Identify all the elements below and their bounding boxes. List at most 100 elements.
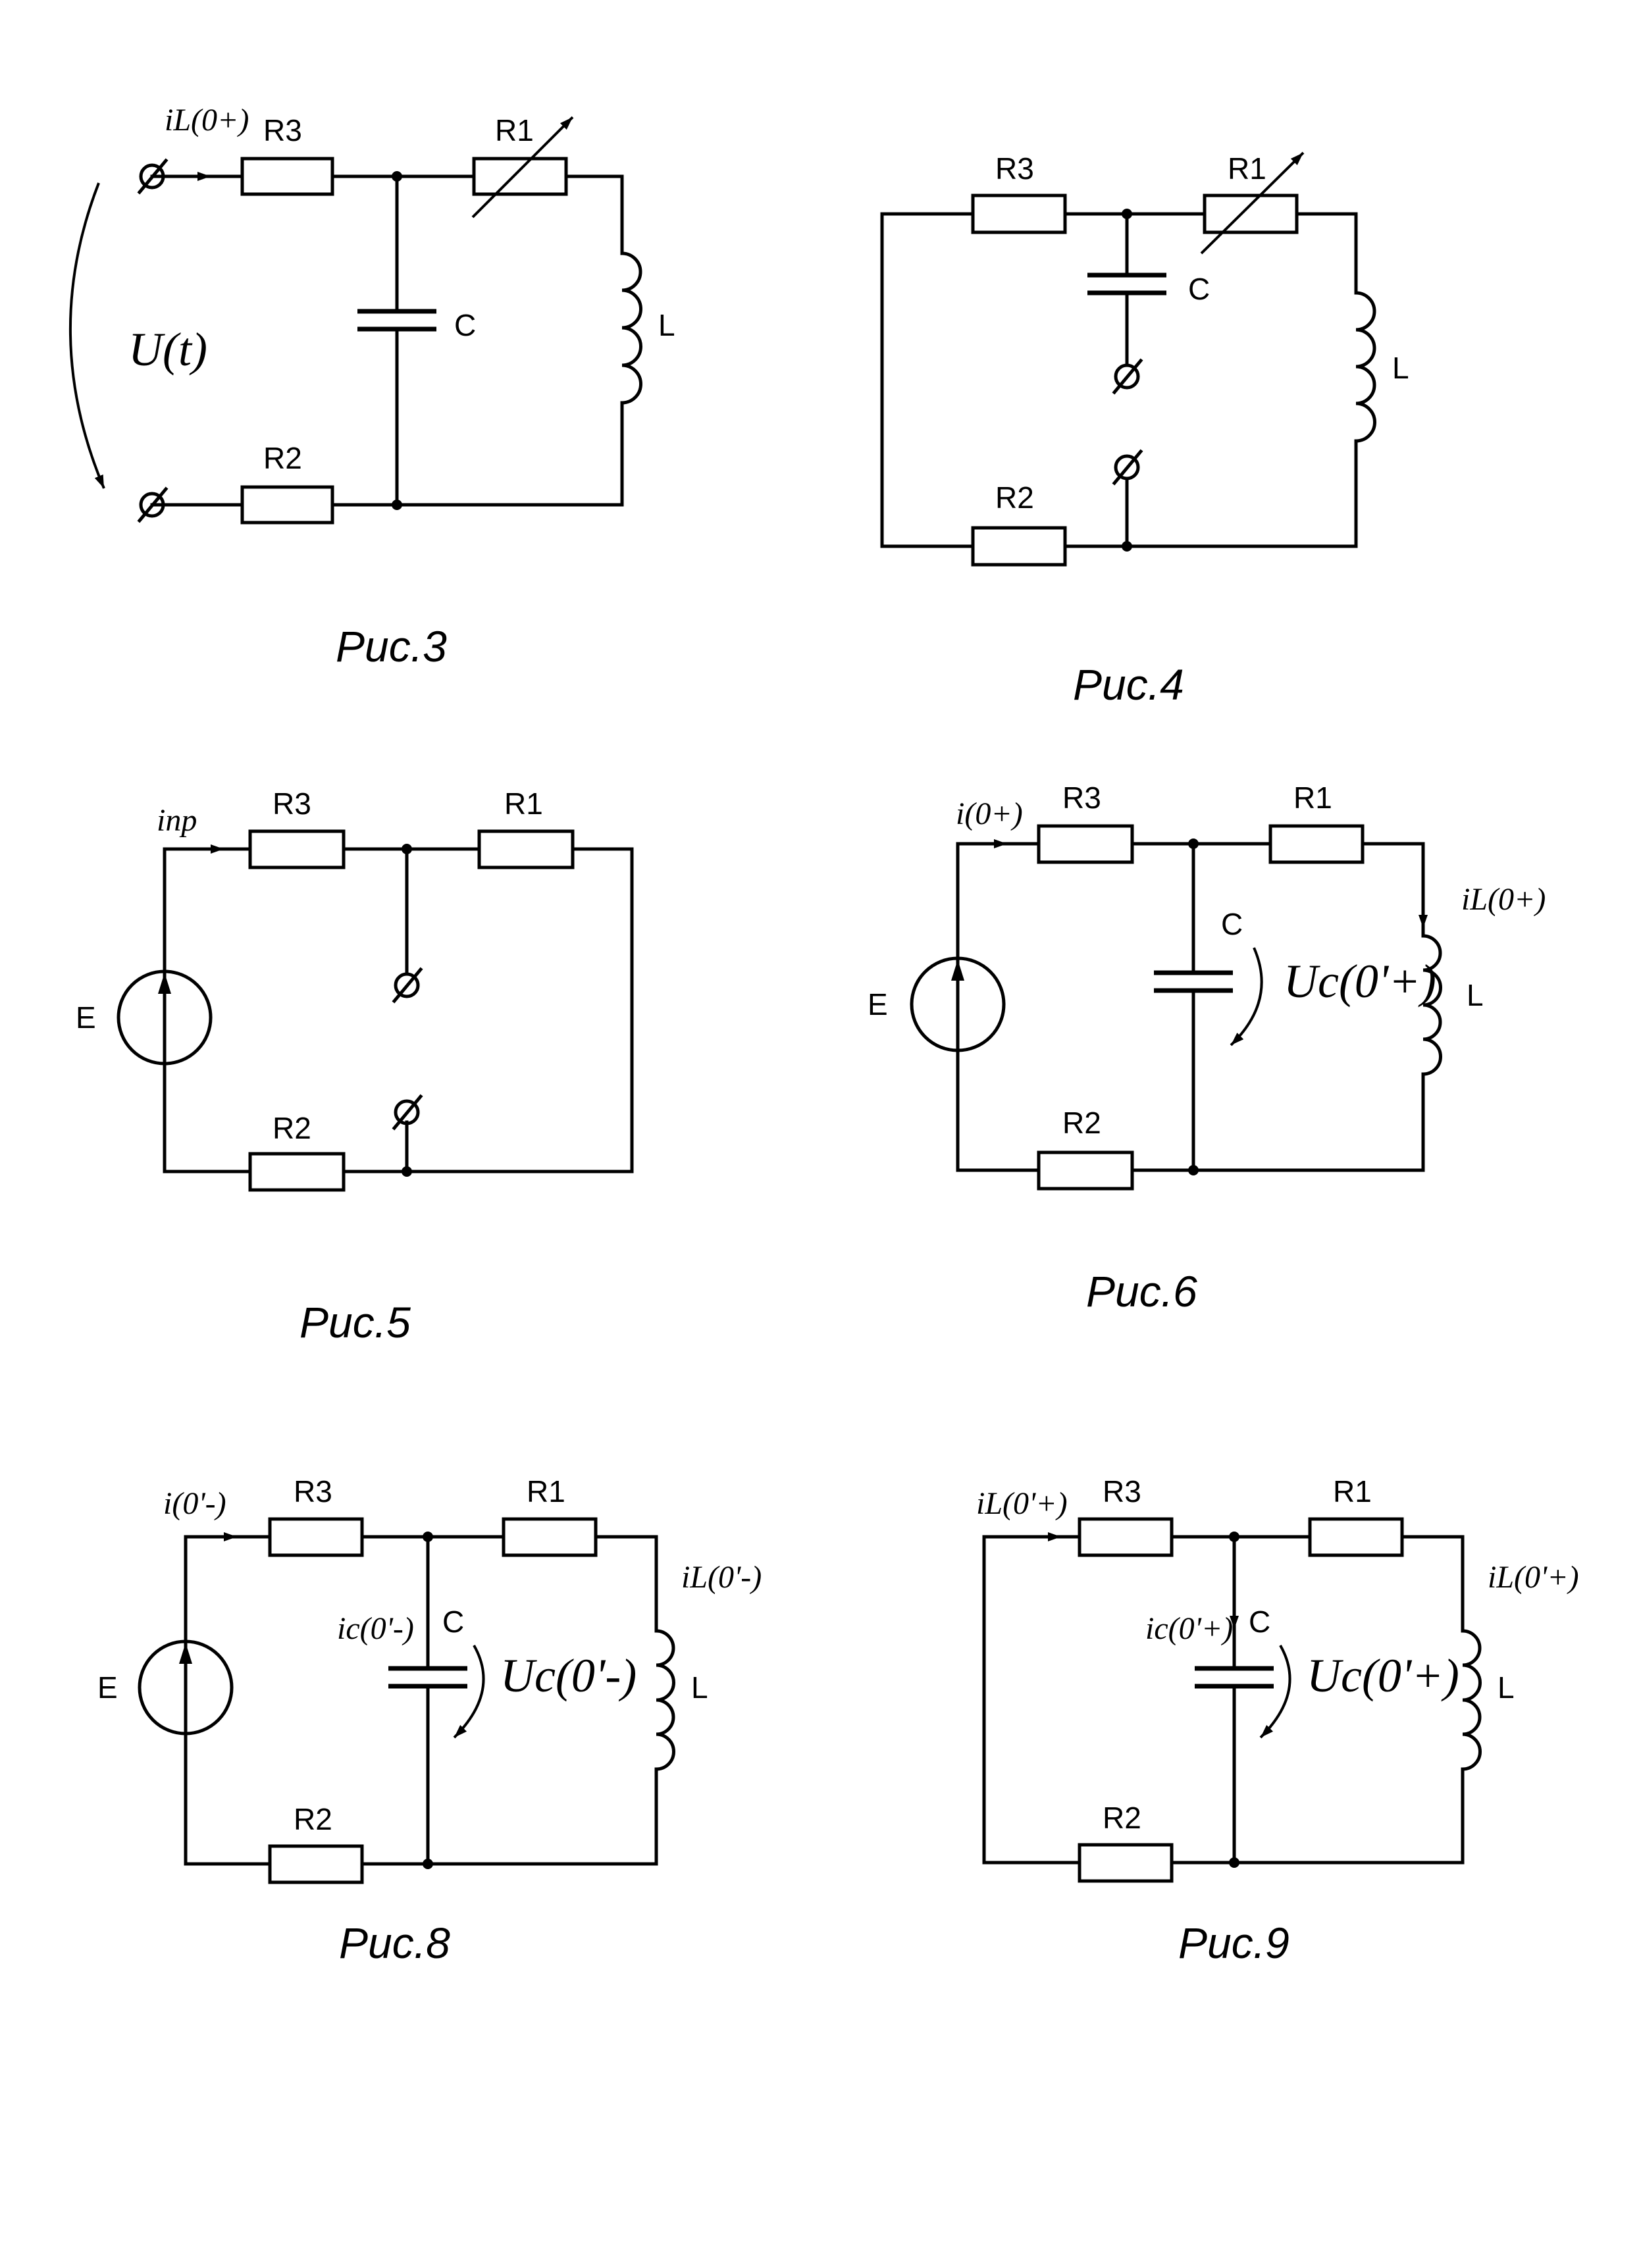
fig9-r2-label: R2	[1103, 1801, 1141, 1835]
fig6-caption: Рис.6	[1086, 1267, 1197, 1316]
fig6-wires	[956, 839, 1428, 1172]
fig3-node-bottom	[392, 500, 402, 510]
fig9-current-label: iL(0'+)	[976, 1486, 1068, 1521]
fig9-resistor-r1	[1308, 1517, 1404, 1557]
fig3-voltage-arrow	[68, 182, 105, 489]
fig3-node-top	[392, 171, 402, 182]
fig5-caption: Рис.5	[300, 1298, 411, 1347]
fig4-inductor	[1354, 291, 1376, 443]
fig9-wires	[982, 1532, 1465, 1865]
fig6-resistor-r2	[1037, 1150, 1134, 1191]
fig6-voltage-source	[910, 956, 1006, 1052]
fig3-variable-arrow	[471, 116, 574, 219]
fig8-inductor	[654, 1629, 675, 1771]
fig5-r1-label: R1	[504, 786, 543, 821]
fig9-voltage-c-label: Uc(0'+)	[1307, 1649, 1459, 1702]
fig8-resistor-r1	[502, 1517, 598, 1557]
fig4-variable-arrow	[1200, 151, 1305, 255]
fig6-resistor-r1	[1268, 824, 1365, 864]
fig6-current-l-label: iL(0+)	[1461, 882, 1546, 917]
figure-3: iL(0+) U(t) R3 R1 R2 C L Рис.3	[68, 103, 675, 671]
fig6-r2-label: R2	[1062, 1106, 1101, 1140]
fig5-resistor-r2	[248, 1152, 346, 1192]
fig5-node-bottom	[402, 1166, 412, 1177]
fig9-current-c-label: ic(0'+)	[1145, 1611, 1233, 1646]
fig3-current-label: iL(0+)	[165, 103, 249, 138]
fig3-terminal-bottom[interactable]	[137, 486, 169, 523]
fig4-terminal-upper[interactable]	[1112, 358, 1143, 395]
fig6-inductor	[1421, 934, 1442, 1076]
fig6-resistor-r3	[1037, 824, 1134, 864]
fig8-current-c-label: ic(0'-)	[337, 1611, 414, 1646]
fig6-current-label: i(0+)	[956, 796, 1023, 831]
fig8-caption: Рис.8	[339, 1919, 450, 1967]
fig9-capacitor	[1195, 1666, 1274, 1689]
fig5-r3-label: R3	[273, 786, 311, 821]
fig5-node-top	[402, 844, 412, 854]
fig3-caption: Рис.3	[336, 622, 447, 671]
fig4-r1-label: R1	[1228, 151, 1266, 186]
fig3-c-label: C	[454, 308, 476, 342]
fig3-inductor	[620, 251, 642, 405]
fig8-current-l-label: iL(0'-)	[681, 1560, 762, 1595]
fig9-caption: Рис.9	[1178, 1919, 1289, 1967]
fig9-r1-label: R1	[1333, 1474, 1372, 1508]
fig6-voltage-arrow	[1230, 947, 1263, 1046]
fig5-resistor-r1	[477, 829, 575, 869]
fig8-r2-label: R2	[294, 1802, 332, 1836]
fig5-terminal-lower[interactable]	[392, 1094, 423, 1131]
fig8-node-bottom	[423, 1859, 433, 1869]
fig3-wires	[150, 172, 624, 507]
fig9-voltage-arrow	[1259, 1645, 1291, 1739]
fig4-resistor-r1	[1203, 193, 1299, 234]
fig4-resistor-r3	[971, 193, 1067, 234]
fig8-source-label: E	[97, 1670, 118, 1705]
fig3-r1-label: R1	[495, 113, 534, 147]
fig8-resistor-r3	[268, 1517, 364, 1557]
fig5-terminal-upper[interactable]	[392, 967, 423, 1004]
figure-4: R3 R1 R2 C L Рис.4	[880, 151, 1409, 709]
fig3-voltage-label: U(t)	[128, 323, 207, 376]
fig4-terminal-lower[interactable]	[1112, 449, 1143, 486]
fig4-resistor-r2	[971, 526, 1067, 567]
fig3-terminal-top[interactable]	[137, 158, 169, 195]
fig4-caption: Рис.4	[1073, 660, 1184, 709]
fig5-source-label: E	[76, 1000, 96, 1035]
fig3-resistor-r2	[240, 485, 334, 525]
fig6-r3-label: R3	[1062, 781, 1101, 815]
fig9-node-top	[1229, 1532, 1239, 1542]
fig8-voltage-source	[138, 1639, 234, 1736]
fig6-capacitor	[1154, 970, 1233, 993]
fig4-r3-label: R3	[995, 151, 1034, 186]
fig3-resistor-r1	[472, 157, 568, 196]
fig9-node-bottom	[1229, 1857, 1239, 1868]
figure-5: iпр E R3 R1 R2 Рис.5	[76, 786, 634, 1347]
fig8-voltage-c-label: Uc(0'-)	[500, 1649, 637, 1702]
fig6-l-label: L	[1467, 978, 1484, 1012]
fig8-r3-label: R3	[294, 1474, 332, 1508]
fig6-c-label: C	[1221, 907, 1243, 941]
fig9-r3-label: R3	[1103, 1474, 1141, 1508]
fig3-resistor-r3	[240, 157, 334, 196]
fig4-node-top	[1122, 209, 1132, 219]
fig5-voltage-source	[117, 969, 213, 1066]
figure-6: i(0+) iL(0+) Uc(0'+) E R3 R1 R2 C L Рис.…	[868, 781, 1546, 1316]
fig8-l-label: L	[691, 1670, 708, 1705]
figure-9: iL(0'+) iL(0'+) ic(0'+) Uc(0'+) R3 R1 R2…	[976, 1474, 1579, 1967]
fig3-capacitor	[357, 309, 436, 332]
fig8-node-top	[423, 1532, 433, 1542]
fig8-current-label: i(0'-)	[163, 1486, 226, 1521]
fig3-r2-label: R2	[263, 441, 302, 475]
fig9-l-label: L	[1498, 1670, 1515, 1705]
fig3-l-label: L	[658, 308, 675, 342]
fig9-resistor-r2	[1078, 1843, 1174, 1883]
fig6-r1-label: R1	[1293, 781, 1332, 815]
fig4-wires	[880, 212, 1358, 548]
fig6-node-bottom	[1188, 1165, 1199, 1175]
fig9-inductor	[1461, 1629, 1482, 1771]
fig9-current-l-label: iL(0'+)	[1488, 1560, 1579, 1595]
fig3-r3-label: R3	[263, 113, 302, 147]
fig5-current-label: iпр	[157, 803, 197, 838]
fig4-l-label: L	[1392, 351, 1409, 385]
